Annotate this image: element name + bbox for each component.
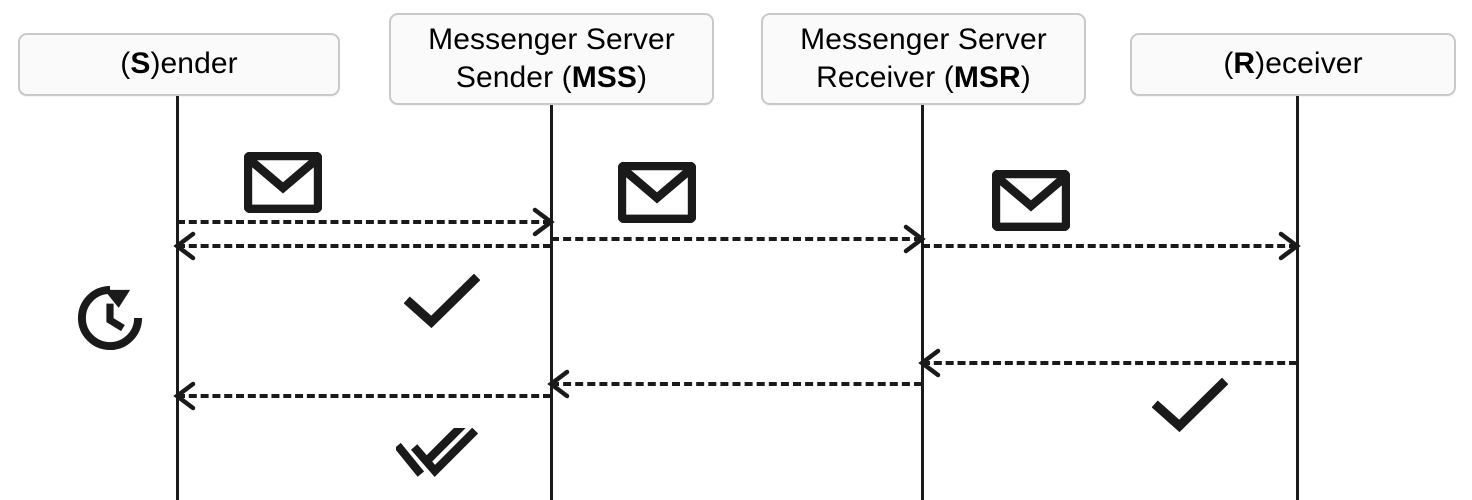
clock-restore-icon (74, 282, 146, 354)
message-line-m2 (177, 244, 551, 248)
actor-label-sender: (S)ender (120, 47, 238, 81)
message-line-m1 (177, 220, 551, 224)
actor-label-msr: Messenger Server Receiver (MSR) (800, 22, 1047, 94)
actor-box-msr[interactable]: Messenger Server Receiver (MSR) (761, 13, 1086, 105)
double-check-icon (396, 428, 482, 481)
envelope-icon (244, 152, 322, 213)
envelope-icon (618, 162, 696, 223)
check-icon (404, 274, 480, 329)
envelope-icon (992, 170, 1070, 231)
message-line-m4 (922, 244, 1297, 248)
lifeline-sender (176, 96, 179, 500)
actor-label-mss: Messenger Server Sender (MSS) (428, 22, 675, 94)
check-icon (1152, 378, 1228, 433)
message-line-m6 (551, 382, 922, 386)
actor-label-receiver: (R)eceiver (1223, 47, 1363, 81)
message-line-m5 (922, 361, 1297, 365)
actor-box-sender[interactable]: (S)ender (18, 33, 340, 96)
lifeline-mss (550, 105, 553, 500)
message-line-m3 (551, 237, 922, 241)
message-line-m7 (177, 394, 551, 398)
actor-box-mss[interactable]: Messenger Server Sender (MSS) (389, 13, 714, 105)
actor-box-receiver[interactable]: (R)eceiver (1130, 33, 1456, 96)
lifeline-receiver (1296, 96, 1299, 500)
lifeline-msr (921, 105, 924, 500)
